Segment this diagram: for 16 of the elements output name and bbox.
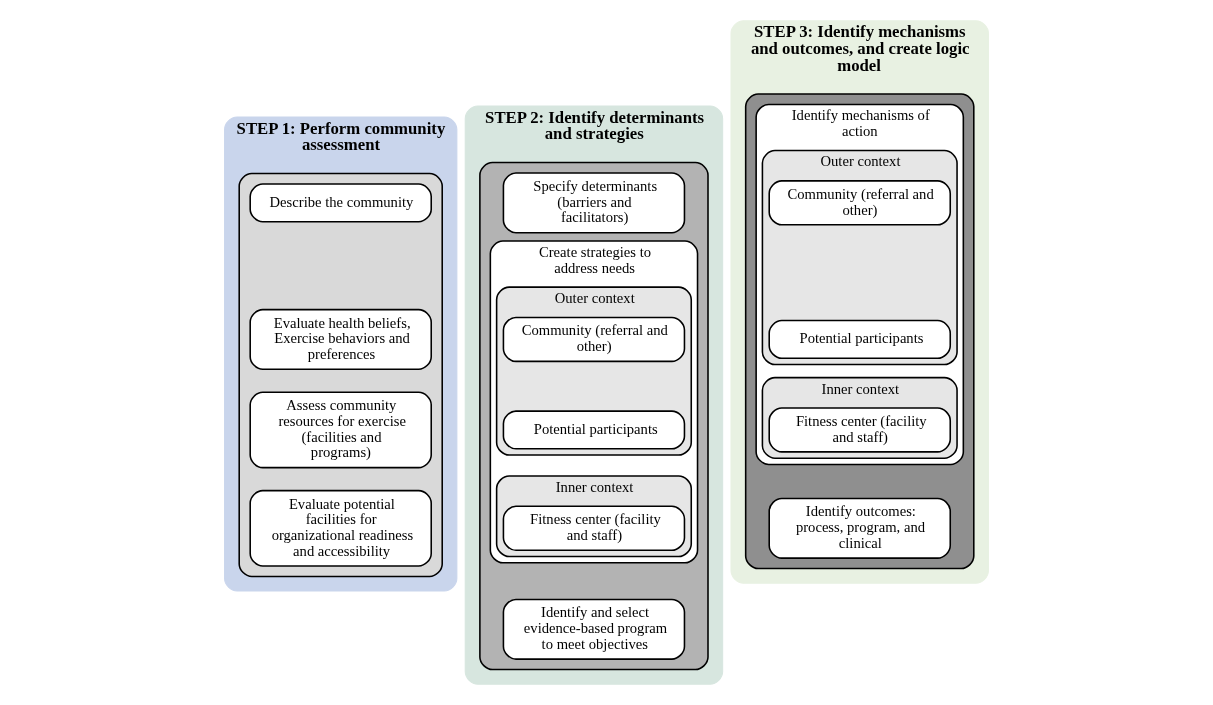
node-box: Potential participants (768, 319, 952, 360)
node-box: Evaluate potential facilities for organizational readiness and accessibility (249, 489, 432, 567)
node-box: Community (referral and other) (768, 180, 952, 226)
cluster (238, 172, 443, 578)
node-box: Community (referral and other) (502, 316, 686, 363)
cluster (479, 161, 709, 671)
cluster (744, 93, 975, 570)
node-box: Identify and select evidence-based program to meet objectives (502, 598, 686, 660)
node-box: Potential participants (502, 410, 686, 450)
node-box: Identify outcomes: process, program, and clinical (768, 497, 952, 559)
node-box: Describe the community (249, 183, 432, 223)
node-box: Fitness center (facility and staff) (502, 505, 686, 552)
node-box: Assess community resources for exercise (facilities and programs) (249, 391, 432, 469)
node-box: Specify determinants (barriers and facilitators) (502, 172, 686, 234)
node-box: Fitness center (facility and staff) (768, 407, 952, 453)
node-box: Evaluate health beliefs, Exercise behaviors and preferences (249, 308, 432, 371)
